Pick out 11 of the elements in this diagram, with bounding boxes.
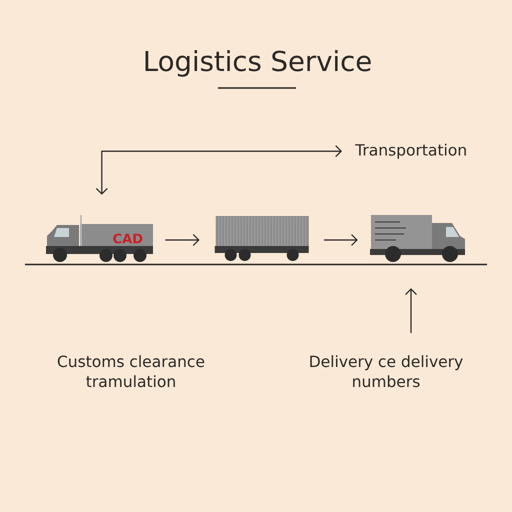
title: Logistics Service	[146, 50, 371, 77]
arrow	[165, 234, 200, 246]
caption-text: Customs clearance tramulation	[58, 355, 204, 388]
step-label: Delivery ce delivery numbers	[310, 355, 463, 388]
delivery-van	[370, 215, 465, 262]
step-label: Transportation	[355, 144, 466, 159]
arrow	[324, 234, 358, 246]
truck: CAD	[46, 215, 153, 262]
container-trailer	[214, 216, 309, 261]
arrow	[405, 288, 417, 333]
elbow-arrow	[96, 145, 342, 195]
